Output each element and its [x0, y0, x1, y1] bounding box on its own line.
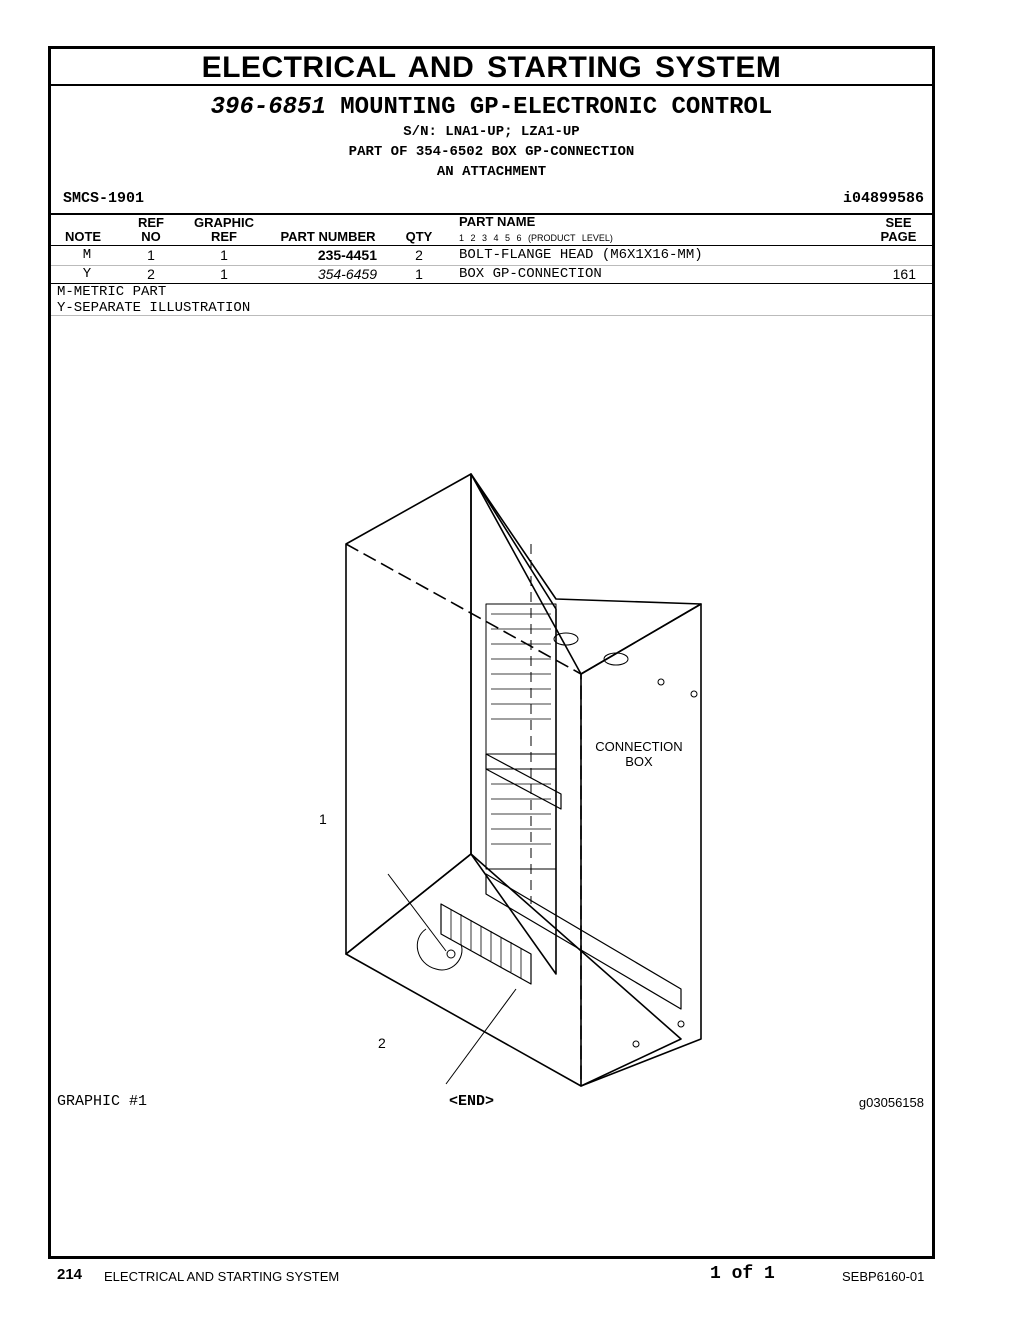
- note-separate-illustration: Y-SEPARATE ILLUSTRATION: [57, 300, 251, 316]
- col-note: NOTE: [64, 229, 102, 244]
- document-identifier: i04899586: [842, 190, 924, 207]
- col-part-number: PART NUMBER: [280, 229, 376, 244]
- row-2-qty: 1: [415, 266, 423, 282]
- column-header-divider: [51, 245, 932, 246]
- end-marker: <END>: [449, 1093, 495, 1110]
- row-1-qty: 2: [415, 247, 423, 263]
- footer-section: ELECTRICAL AND STARTING SYSTEM: [104, 1269, 340, 1284]
- col-ref-no-bottom: NO: [141, 229, 161, 244]
- col-graphic-ref-bottom: REF: [211, 229, 237, 244]
- group-heading: 396-6851 MOUNTING GP-ELECTRONIC CONTROL: [51, 94, 932, 122]
- row-divider: [51, 265, 932, 266]
- row-2-graphic-ref: 1: [220, 266, 228, 282]
- connection-box-label-line1: CONNECTION: [595, 739, 683, 754]
- footer-page-of: 1 of 1: [710, 1264, 775, 1284]
- page-frame: ELECTRICAL AND STARTING SYSTEM 396-6851 …: [48, 46, 935, 1259]
- graphic-id: g03056158: [858, 1095, 924, 1110]
- section-title-bar: ELECTRICAL AND STARTING SYSTEM: [51, 49, 932, 86]
- group-part-number: 396-6851: [210, 94, 326, 121]
- callout-2: 2: [378, 1035, 386, 1051]
- row-1-note: M: [82, 247, 92, 263]
- col-see-page-bottom: PAGE: [880, 229, 917, 244]
- row-1-part-name: BOLT-FLANGE HEAD (M6X1X16-MM): [459, 247, 703, 263]
- footer-page-number: 214: [57, 1266, 83, 1283]
- footer-doc-id: SEBP6160-01: [842, 1269, 925, 1284]
- row-2-note: Y: [82, 266, 92, 282]
- note-metric: M-METRIC PART: [57, 284, 167, 300]
- row-1-part-number: 235-4451: [317, 247, 377, 263]
- col-qty: QTY: [405, 229, 433, 244]
- row-2-part-name: BOX GP-CONNECTION: [459, 266, 602, 282]
- connection-box-label: CONNECTION BOX: [589, 739, 689, 769]
- row-2-ref-no: 2: [147, 266, 155, 282]
- col-graphic-ref-top: GRAPHIC: [194, 215, 254, 230]
- table-bottom-divider: [51, 283, 932, 284]
- connection-box-label-line2: BOX: [625, 754, 653, 769]
- notes-block: M-METRIC PART Y-SEPARATE ILLUSTRATION: [57, 284, 250, 316]
- header-divider: [51, 213, 932, 215]
- attachment-label: AN ATTACHMENT: [436, 164, 547, 180]
- row-2-part-number: 354-6459: [317, 266, 377, 282]
- graphic-number: GRAPHIC #1: [57, 1093, 148, 1110]
- notes-divider: [51, 315, 932, 316]
- row-1-graphic-ref: 1: [220, 247, 228, 263]
- col-ref-no-top: REF: [138, 215, 164, 230]
- row-2-see-page: 161: [892, 266, 916, 282]
- col-part-name: PART NAME: [459, 214, 536, 229]
- connection-box-illustration: [345, 473, 702, 1087]
- group-name: MOUNTING GP-ELECTRONIC CONTROL: [340, 94, 773, 121]
- product-level-legend: 1 2 3 4 5 6 (PRODUCT LEVEL): [459, 233, 613, 243]
- callout-1: 1: [319, 811, 327, 827]
- row-1-ref-no: 1: [147, 247, 155, 263]
- serial-range: S/N: LNA1-UP; LZA1-UP: [403, 124, 580, 140]
- part-of: PART OF 354-6502 BOX GP-CONNECTION: [348, 144, 635, 160]
- col-see-page-top: SEE: [885, 215, 912, 230]
- smcs-code: SMCS-1901: [63, 190, 145, 207]
- page-title: ELECTRICAL AND STARTING SYSTEM: [201, 51, 782, 84]
